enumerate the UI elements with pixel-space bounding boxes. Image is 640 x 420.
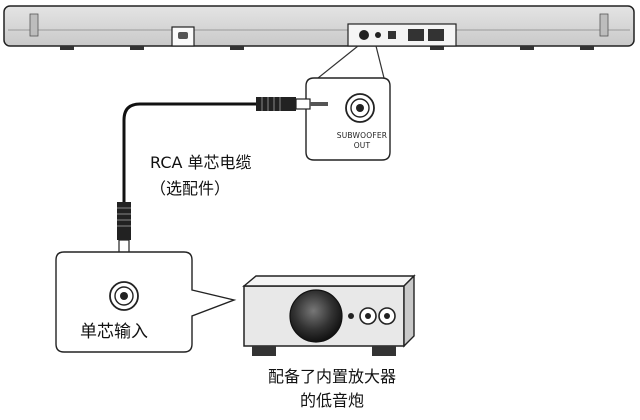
soundbar — [3, 5, 635, 50]
subwoofer-out-jack-icon — [345, 93, 375, 123]
power-port-icon — [171, 26, 195, 47]
cable-label: RCA 单芯电缆 — [150, 153, 252, 172]
subwoofer-out-label: SUBWOOFER — [337, 131, 387, 140]
subwoofer — [242, 274, 416, 356]
connector-panel — [347, 23, 457, 47]
input-label: 单芯输入 — [80, 322, 148, 342]
subwoofer-out-callout: SUBWOOFER OUT — [305, 77, 391, 161]
rca-plug-top-icon — [256, 97, 328, 111]
subwoofer-input-jacks-icon — [348, 307, 396, 325]
subwoofer-driver-icon — [289, 289, 343, 343]
subwoofer-label: 配备了内置放大器 — [267, 367, 396, 386]
mono-input-jack-icon — [109, 281, 139, 311]
subwoofer-label-2: 的低音炮 — [299, 391, 364, 410]
cable-note: （选配件） — [150, 179, 231, 198]
mono-input-callout — [55, 251, 237, 353]
subwoofer-out-label-2: OUT — [354, 141, 371, 150]
